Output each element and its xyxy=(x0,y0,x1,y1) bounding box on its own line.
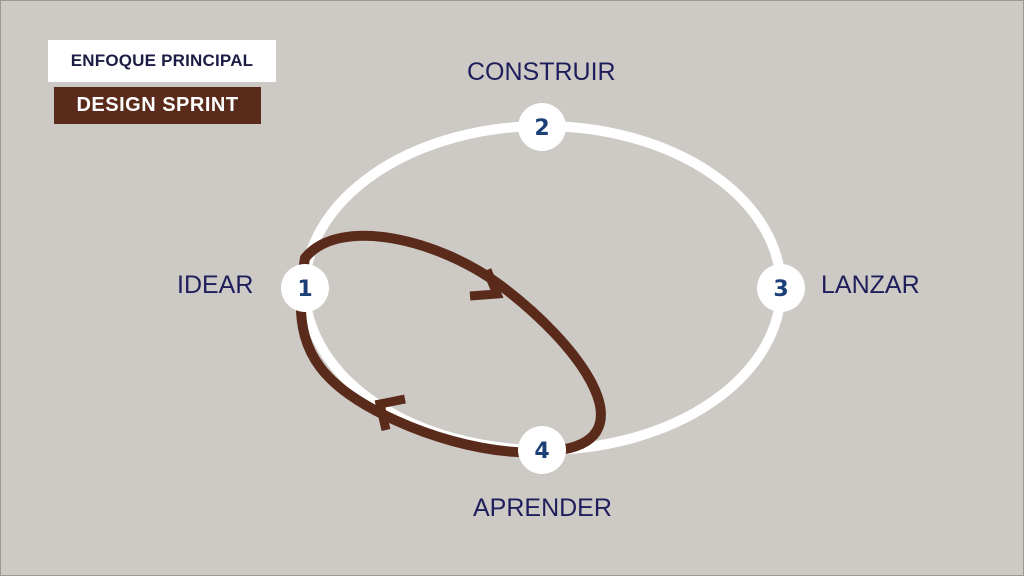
step-node-1: 1 xyxy=(281,264,329,312)
inner-cycle-loop xyxy=(295,230,606,458)
step-node-3: 3 xyxy=(757,264,805,312)
step-number-1: 1 xyxy=(297,277,312,302)
step-number-2: 2 xyxy=(534,116,549,141)
step-node-2: 2 xyxy=(518,103,566,151)
step-label-idear: IDEAR xyxy=(177,271,254,299)
arrow-head-return-icon xyxy=(374,394,406,432)
method-badge-label: DESIGN SPRINT xyxy=(76,94,239,116)
step-label-construir: CONSTRUIR xyxy=(467,58,616,86)
step-number-3: 3 xyxy=(773,277,788,302)
method-badge: DESIGN SPRINT xyxy=(54,87,261,124)
focus-badge-label: ENFOQUE PRINCIPAL xyxy=(70,51,254,70)
focus-badge: ENFOQUE PRINCIPAL xyxy=(48,40,276,82)
step-number-4: 4 xyxy=(534,439,549,464)
step-label-aprender: APRENDER xyxy=(473,494,612,522)
step-label-lanzar: LANZAR xyxy=(821,271,920,299)
step-node-4: 4 xyxy=(518,426,566,474)
arrow-head-forward-icon xyxy=(469,268,504,301)
